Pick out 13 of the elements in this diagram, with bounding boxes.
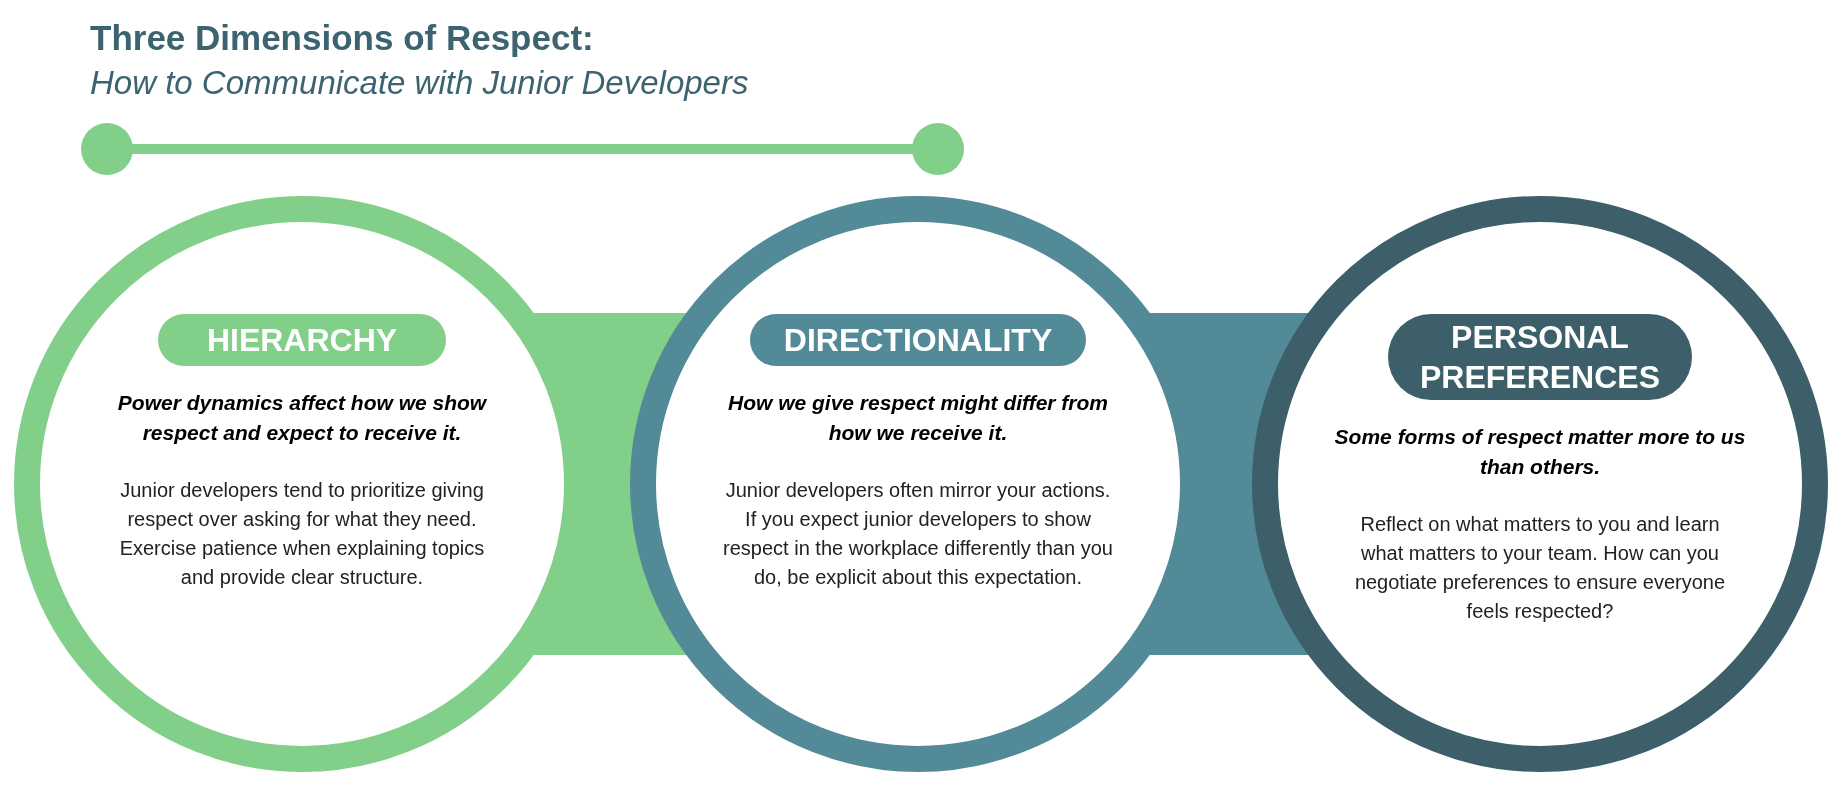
connector-band [533, 313, 687, 655]
title: Three Dimensions of Respect: [90, 17, 594, 59]
title-pill: PERSONAL PREFERENCES [1388, 314, 1692, 400]
subtitle: How to Communicate with Junior Developers [90, 63, 749, 103]
key-statement: Some forms of respect matter more to us than others. [1333, 424, 1747, 480]
connector-band [1149, 313, 1309, 655]
key-statement: How we give respect might differ from how we receive it. [727, 390, 1109, 446]
title-pill: HIERARCHY [158, 314, 446, 366]
key-statement: Power dynamics affect how we show respect and expect to receive it. [116, 390, 488, 446]
description-text: Junior developers tend to prioritize giving respect over asking for what they need. Exercise patience when explaining topics and provide clear structure. [118, 478, 486, 590]
title-pill: DIRECTIONALITY [750, 314, 1086, 366]
description-text: Reflect on what matters to you and learn what matters to your team. How can you negotiate preferences to ensure everyone feels respected? [1353, 512, 1727, 624]
description-text: Junior developers often mirror your actions. If you expect junior developers to show respect in the workplace differently than you do, be explicit about this expectation. [722, 478, 1114, 590]
